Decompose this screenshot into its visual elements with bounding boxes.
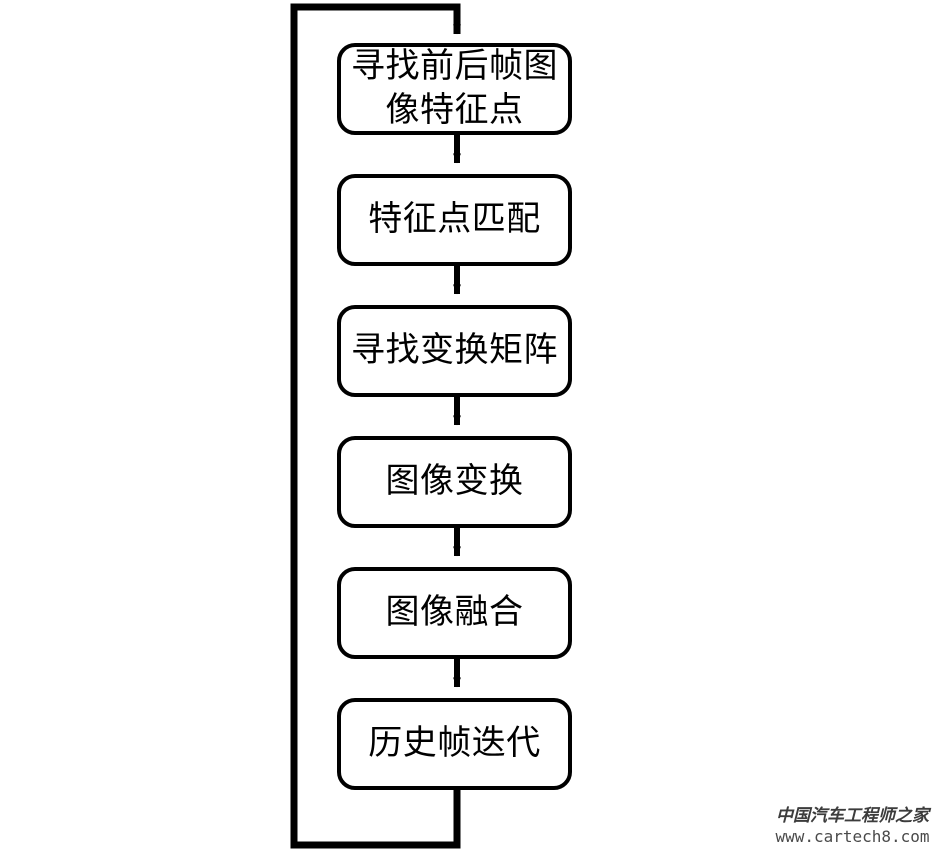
watermark-chinese-text: 中国汽车工程师之家 [776, 805, 929, 826]
watermark-url-text: www.cartech8.com [775, 827, 930, 847]
flow-node-find-feature-points[interactable]: 寻找前后帧图 像特征点 [337, 43, 572, 135]
flow-node-image-transform[interactable]: 图像变换 [337, 436, 572, 528]
feedback-loop-connector [290, 3, 461, 849]
flow-node-label: 图像融合 [385, 592, 524, 633]
flow-node-history-frame-iteration[interactable]: 历史帧迭代 [337, 698, 572, 790]
flow-node-label: 特征点匹配 [368, 199, 541, 240]
flow-node-image-fusion[interactable]: 图像融合 [337, 567, 572, 659]
flow-node-feature-matching[interactable]: 特征点匹配 [337, 174, 572, 266]
flow-node-label: 寻找前后帧图 像特征点 [351, 46, 558, 130]
watermark: 中国汽车工程师之家 www.cartech8.com [765, 806, 940, 848]
flow-node-label: 历史帧迭代 [368, 723, 541, 764]
flow-node-label: 寻找变换矩阵 [351, 330, 558, 371]
flow-node-find-transform-matrix[interactable]: 寻找变换矩阵 [337, 305, 572, 397]
flow-node-label: 图像变换 [385, 461, 524, 502]
